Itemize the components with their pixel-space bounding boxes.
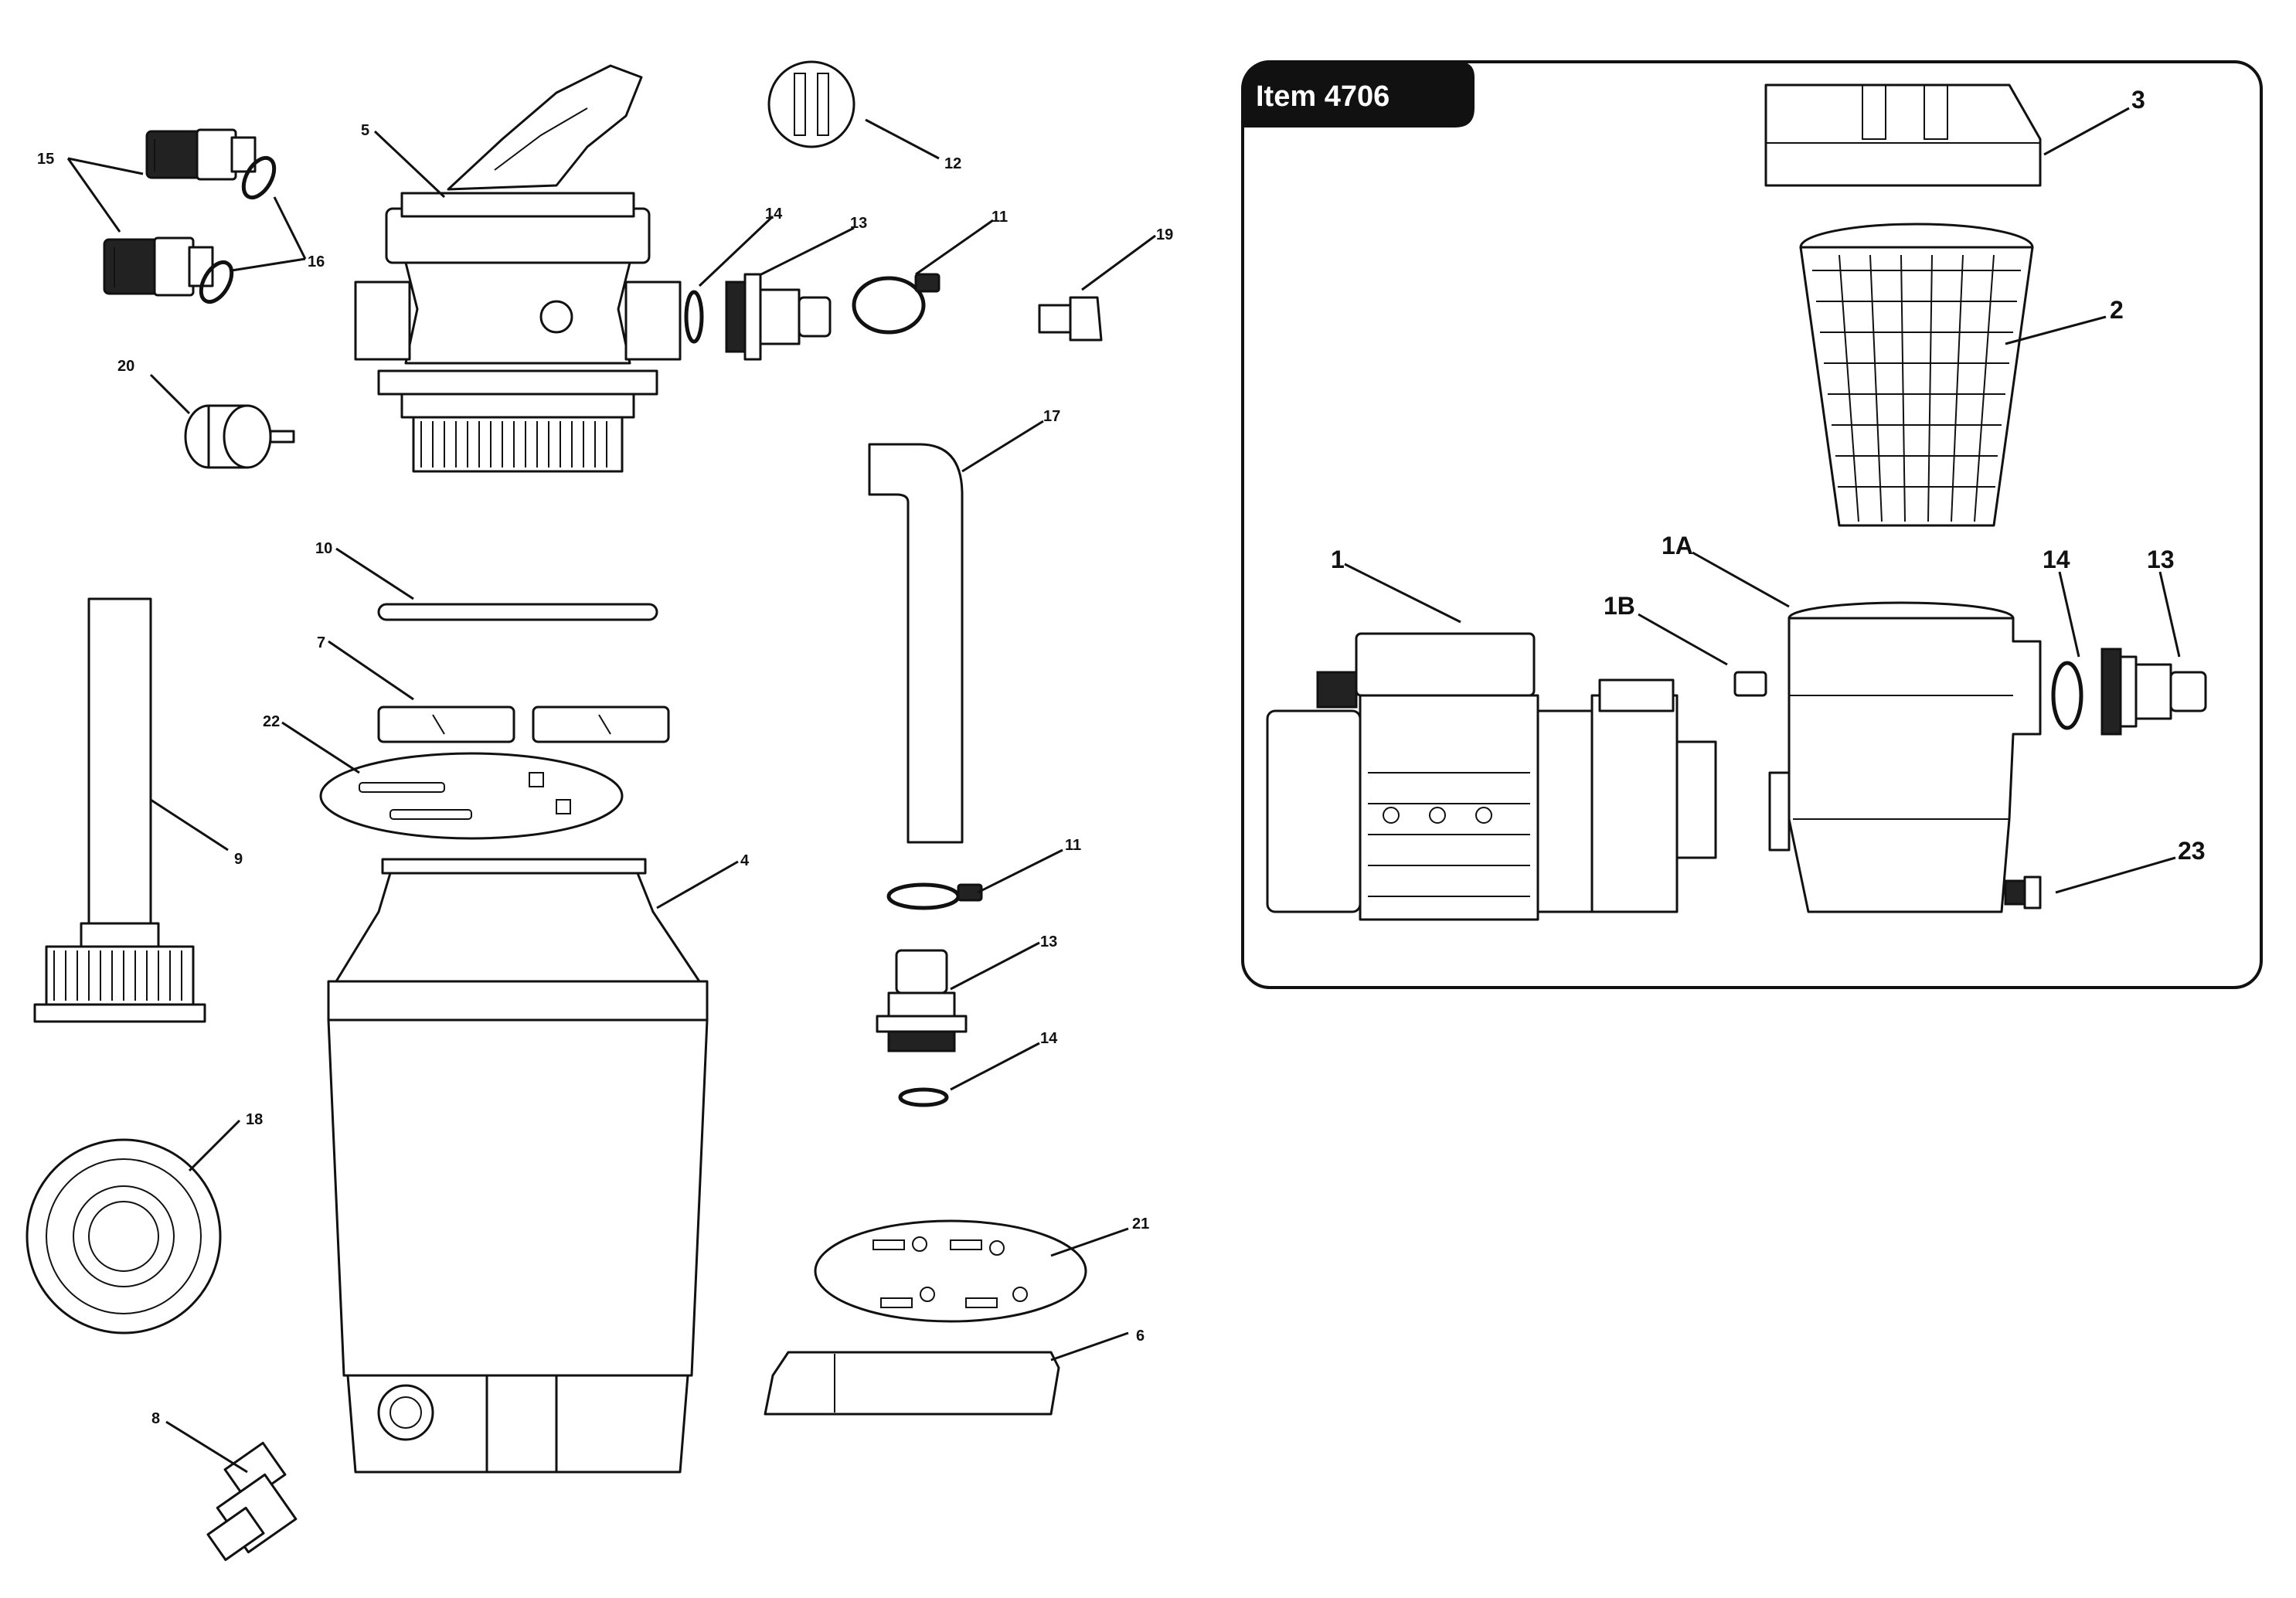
part-8-drain-valve [206, 1441, 298, 1562]
label-21: 21 [1132, 1216, 1149, 1232]
label-14-panel: 14 [2043, 546, 2070, 573]
part-labels: 15 16 20 5 12 14 13 11 19 10 7 22 9 4 17… [37, 86, 2206, 1427]
label-13-top: 13 [850, 215, 867, 232]
label-18: 18 [246, 1111, 263, 1128]
part-14-o-ring-panel [2051, 661, 2083, 730]
label-1: 1 [1331, 546, 1345, 573]
label-11-top: 11 [992, 209, 1008, 226]
part-14-o-ring-bottom [898, 1087, 949, 1107]
label-9: 9 [234, 851, 243, 868]
part-5-multiport-valve [354, 64, 682, 473]
label-11-bottom: 11 [1065, 837, 1081, 854]
part-11-clamp-top [852, 273, 941, 335]
part-17-elbow-pipe [868, 443, 964, 844]
part-13-union-panel [2100, 648, 2207, 736]
part-15-hose-adapters [103, 128, 257, 297]
part-10-tank-o-ring [377, 603, 658, 621]
part-18-base-ring [26, 1138, 222, 1334]
part-22-screw-bag [319, 752, 624, 840]
panel-title: Item 4706 [1256, 80, 1390, 113]
part-14-o-ring-top [684, 290, 704, 344]
part-1a-strainer-housing [1768, 601, 2042, 913]
label-8: 8 [151, 1410, 160, 1427]
label-23: 23 [2178, 837, 2206, 865]
label-1b: 1B [1604, 592, 1635, 620]
part-13-union-bottom [876, 949, 968, 1052]
part-11-clamp-bottom [886, 882, 983, 910]
part-2-strainer-basket [1799, 223, 2034, 527]
label-13-bottom: 13 [1040, 933, 1057, 950]
label-12: 12 [944, 155, 961, 172]
label-6: 6 [1136, 1328, 1145, 1345]
label-5: 5 [361, 122, 369, 139]
part-1-pump-motor [1266, 632, 1717, 921]
label-13-panel: 13 [2147, 546, 2175, 573]
part-6-base-stand [764, 1351, 1060, 1416]
label-15: 15 [37, 151, 54, 168]
label-2: 2 [2110, 296, 2124, 324]
part-12-cap [767, 60, 855, 148]
label-14-bottom: 14 [1040, 1030, 1058, 1047]
part-16-o-rings [199, 155, 277, 304]
label-14-top: 14 [765, 206, 783, 223]
label-10: 10 [315, 540, 332, 557]
label-20: 20 [117, 358, 134, 375]
leader-lines [66, 107, 2181, 1474]
label-1a: 1A [1662, 532, 1693, 559]
part-23-drain-plug [2004, 876, 2042, 910]
part-3-pump-lid [1764, 83, 2042, 187]
label-7: 7 [317, 634, 325, 651]
part-1b-drain-plug [1733, 671, 1767, 697]
part-13-union-top [725, 273, 832, 361]
part-21-hardware-bag [814, 1219, 1087, 1323]
part-19-drain-plug [1038, 296, 1103, 342]
part-9-standpipe [33, 597, 206, 1023]
label-3: 3 [2131, 86, 2145, 114]
label-17: 17 [1043, 408, 1060, 425]
label-19: 19 [1156, 226, 1173, 243]
part-4-tank [327, 858, 709, 1474]
label-16: 16 [308, 253, 325, 270]
part-20-plug [184, 404, 295, 469]
part-7-laterals [377, 706, 670, 743]
label-4: 4 [740, 852, 750, 869]
label-22: 22 [263, 713, 280, 730]
